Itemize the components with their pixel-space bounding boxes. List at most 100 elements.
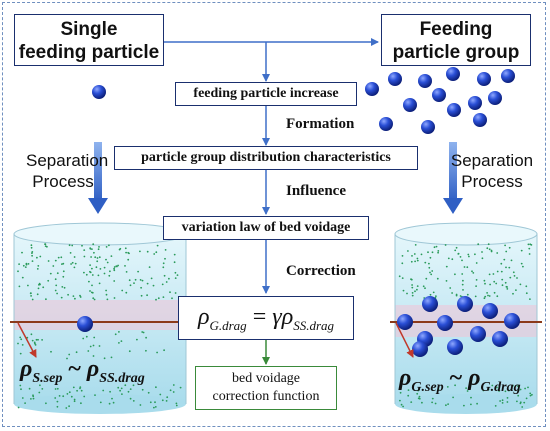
speckle-dot bbox=[66, 393, 69, 395]
speckle-dot bbox=[445, 265, 448, 268]
speckle-dot bbox=[37, 287, 40, 290]
speckle-dot bbox=[61, 263, 63, 265]
speckle-dot bbox=[30, 246, 33, 249]
speckle-dot bbox=[474, 253, 476, 256]
speckle-dot bbox=[70, 263, 72, 265]
speckle-dot bbox=[424, 261, 427, 264]
speckle-dot bbox=[99, 401, 102, 404]
speckle-dot bbox=[54, 397, 57, 399]
left-rel-a: ρ bbox=[20, 356, 33, 382]
speckle-dot bbox=[447, 403, 449, 405]
step-feeding-particle-increase: feeding particle increase bbox=[175, 82, 357, 106]
speckle-dot bbox=[68, 405, 70, 408]
speckle-dot bbox=[150, 277, 153, 280]
speckle-dot bbox=[88, 280, 90, 283]
speckle-dot bbox=[525, 285, 528, 288]
speckle-dot bbox=[35, 338, 38, 341]
speckle-dot bbox=[165, 281, 168, 283]
speckle-dot bbox=[44, 245, 47, 248]
speckle-dot bbox=[132, 400, 135, 402]
left-rel-tilde: ~ bbox=[62, 356, 87, 382]
speckle-dot bbox=[105, 289, 107, 292]
speckle-dot bbox=[454, 384, 456, 387]
speckle-dot bbox=[54, 278, 57, 281]
speckle-dot bbox=[500, 262, 503, 265]
speckle-dot bbox=[459, 256, 462, 258]
speckle-dot bbox=[449, 287, 452, 289]
speckle-dot bbox=[89, 247, 92, 250]
speckle-dot bbox=[58, 395, 61, 397]
speckle-dot bbox=[92, 344, 95, 347]
speckle-dot bbox=[157, 297, 160, 300]
speckle-dot bbox=[68, 391, 71, 394]
speckle-dot bbox=[523, 401, 526, 404]
speckle-dot bbox=[425, 277, 428, 280]
speckle-dot bbox=[173, 253, 176, 256]
speckle-dot bbox=[91, 248, 93, 251]
speckle-dot bbox=[108, 274, 111, 277]
speckle-dot bbox=[47, 279, 50, 282]
speckle-dot bbox=[163, 274, 166, 277]
speckle-dot bbox=[517, 394, 520, 397]
speckle-dot bbox=[459, 295, 462, 297]
speckle-dot bbox=[462, 289, 464, 291]
speckle-dot bbox=[466, 266, 469, 269]
speckle-dot bbox=[98, 345, 101, 347]
speckle-dot bbox=[512, 384, 514, 387]
speckle-dot bbox=[140, 294, 143, 297]
speckle-dot bbox=[73, 256, 76, 258]
speckle-dot bbox=[30, 398, 32, 400]
speckle-dot bbox=[120, 340, 123, 342]
speckle-dot bbox=[121, 393, 123, 395]
speckle-dot bbox=[145, 349, 147, 352]
speckle-dot bbox=[62, 395, 65, 398]
speckle-dot bbox=[169, 291, 171, 294]
speckle-dot bbox=[493, 291, 496, 294]
speckle-dot bbox=[62, 275, 65, 278]
group-box-line2: particle group bbox=[392, 42, 520, 63]
speckle-dot bbox=[89, 345, 92, 348]
speckle-dot bbox=[472, 272, 475, 274]
eq-rhs: ρ bbox=[281, 304, 294, 330]
speckle-dot bbox=[529, 298, 531, 300]
speckle-dot bbox=[414, 290, 416, 293]
speckle-dot bbox=[149, 401, 152, 404]
speckle-dot bbox=[113, 266, 116, 268]
speckle-dot bbox=[416, 259, 419, 262]
speckle-dot bbox=[96, 260, 99, 263]
speckle-dot bbox=[19, 336, 22, 339]
speckle-dot bbox=[109, 270, 111, 273]
speckle-dot bbox=[463, 266, 466, 268]
speckle-dot bbox=[501, 284, 504, 287]
speckle-dot bbox=[466, 390, 469, 392]
speckle-dot bbox=[516, 277, 518, 279]
speckle-dot bbox=[483, 279, 486, 282]
speckle-dot bbox=[127, 390, 130, 393]
speckle-dot bbox=[432, 291, 435, 294]
equation-box: ρG.drag = γρSS.drag bbox=[178, 296, 354, 340]
speckle-dot bbox=[55, 284, 58, 287]
speckle-dot bbox=[92, 355, 95, 357]
speckle-dot bbox=[73, 400, 76, 403]
speckle-dot bbox=[80, 389, 83, 392]
speckle-dot bbox=[431, 270, 434, 272]
speckle-dot bbox=[174, 277, 177, 279]
speckle-dot bbox=[91, 267, 93, 270]
speckle-dot bbox=[20, 338, 23, 341]
speckle-dot bbox=[75, 351, 78, 354]
speckle-dot bbox=[37, 265, 40, 267]
speckle-dot bbox=[422, 285, 425, 288]
speckle-dot bbox=[17, 406, 20, 409]
speckle-dot bbox=[45, 298, 47, 301]
particle-group bbox=[365, 67, 515, 134]
speckle-dot bbox=[37, 338, 39, 341]
speckle-dot bbox=[155, 251, 158, 254]
speckle-dot bbox=[95, 266, 98, 269]
speckle-dot bbox=[56, 387, 59, 390]
speckle-dot bbox=[146, 282, 149, 285]
speckle-dot bbox=[85, 335, 88, 338]
speckle-dot bbox=[49, 272, 52, 275]
speckle-dot bbox=[508, 246, 511, 249]
speckle-dot bbox=[31, 254, 33, 257]
speckle-dot bbox=[455, 246, 458, 249]
